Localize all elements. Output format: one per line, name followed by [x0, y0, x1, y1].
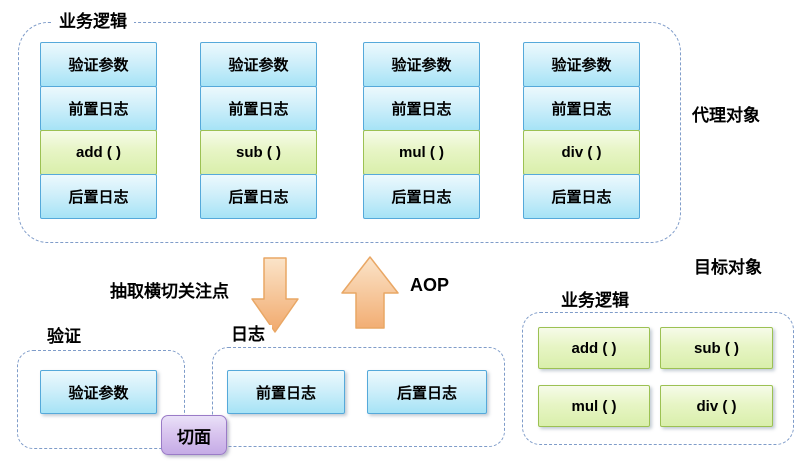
method-box-add: add ( )	[538, 327, 650, 369]
post-log-box: 后置日志	[367, 370, 487, 414]
validate-params-box: 验证参数	[523, 42, 640, 87]
pre-log-box: 前置日志	[363, 86, 480, 131]
pre-log-box: 前置日志	[200, 86, 317, 131]
aspect-badge: 切面	[161, 415, 227, 455]
validate-params-box: 验证参数	[200, 42, 317, 87]
method-box-mul: mul ( )	[363, 130, 480, 175]
method-box-sub: sub ( )	[200, 130, 317, 175]
pre-log-box: 前置日志	[227, 370, 345, 414]
validate-params-box: 验证参数	[363, 42, 480, 87]
pre-log-box: 前置日志	[40, 86, 157, 131]
method-box-div: div ( )	[523, 130, 640, 175]
post-log-box: 后置日志	[200, 174, 317, 219]
aop-label: AOP	[410, 275, 450, 295]
proxy-column-mul: 验证参数 前置日志 mul ( ) 后置日志	[363, 42, 480, 219]
validation-group-border	[17, 350, 185, 449]
target-group-border	[522, 312, 794, 445]
post-log-box: 后置日志	[363, 174, 480, 219]
target-group-label: 业务逻辑	[554, 291, 636, 311]
validation-group-label: 验证	[40, 327, 88, 347]
proxy-column-add: 验证参数 前置日志 add ( ) 后置日志	[40, 42, 157, 219]
method-box-mul: mul ( )	[538, 385, 650, 427]
method-box-div: div ( )	[660, 385, 773, 427]
method-box-sub: sub ( )	[660, 327, 773, 369]
proxy-group-border	[18, 22, 681, 243]
validate-params-box: 验证参数	[40, 42, 157, 87]
proxy-group-label: 业务逻辑	[52, 12, 134, 32]
down-arrow-icon	[251, 257, 299, 333]
proxy-column-div: 验证参数 前置日志 div ( ) 后置日志	[523, 42, 640, 219]
validate-params-box: 验证参数	[40, 370, 157, 414]
logging-group-label: 日志	[224, 325, 272, 345]
post-log-box: 后置日志	[40, 174, 157, 219]
logging-group-border	[212, 347, 505, 447]
target-side-label: 目标对象	[694, 258, 762, 277]
up-arrow-icon	[341, 256, 399, 329]
extract-crosscut-label: 抽取横切关注点	[110, 282, 229, 301]
proxy-side-label: 代理对象	[692, 106, 760, 125]
post-log-box: 后置日志	[523, 174, 640, 219]
method-box-add: add ( )	[40, 130, 157, 175]
proxy-column-sub: 验证参数 前置日志 sub ( ) 后置日志	[200, 42, 317, 219]
pre-log-box: 前置日志	[523, 86, 640, 131]
